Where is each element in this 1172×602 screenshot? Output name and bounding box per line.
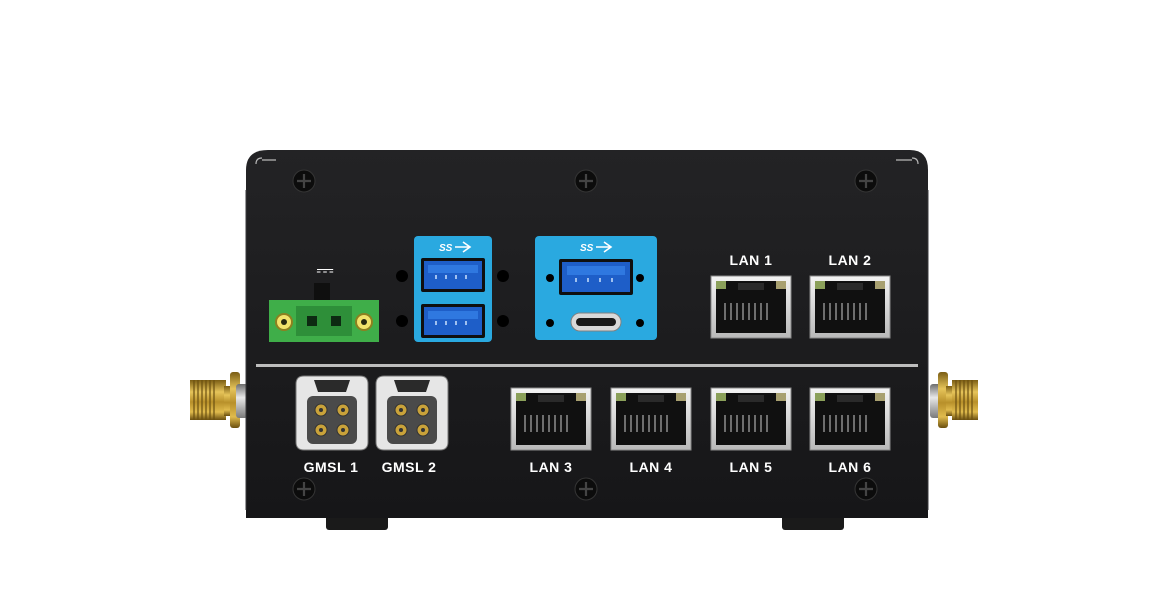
gmsl-port-1[interactable]: GMSL 1 bbox=[295, 375, 369, 475]
lan-port-1[interactable]: LAN 1 bbox=[710, 252, 792, 339]
usb-dual-port-module: SS bbox=[396, 236, 509, 342]
usb-a-port-1[interactable] bbox=[421, 258, 485, 292]
lan-port-4[interactable]: LAN 4 bbox=[610, 387, 692, 475]
dc-power-icon: ⎓ bbox=[316, 258, 334, 283]
lan-2-label: LAN 2 bbox=[829, 252, 872, 268]
screw-top-right bbox=[854, 169, 878, 193]
screw-bottom-center bbox=[574, 477, 598, 501]
usb-superspeed-icon: SS bbox=[580, 241, 613, 254]
lan-6-label: LAN 6 bbox=[829, 459, 872, 475]
usb-superspeed-icon: SS bbox=[439, 241, 472, 254]
usb-a-c-module: SS bbox=[535, 236, 657, 340]
lan-4-label: LAN 4 bbox=[630, 459, 673, 475]
lan-5-label: LAN 5 bbox=[730, 459, 773, 475]
usb-c-port[interactable] bbox=[570, 312, 622, 332]
lan-port-5[interactable]: LAN 5 bbox=[710, 387, 792, 475]
lan-1-label: LAN 1 bbox=[730, 252, 773, 268]
antenna-right bbox=[930, 372, 978, 428]
lan-port-3[interactable]: LAN 3 bbox=[510, 387, 592, 475]
gmsl-2-label: GMSL 2 bbox=[382, 459, 437, 475]
antenna-left bbox=[190, 372, 248, 428]
screw-top-left bbox=[292, 169, 316, 193]
usb-a-port-3[interactable] bbox=[559, 259, 633, 295]
lan-3-label: LAN 3 bbox=[530, 459, 573, 475]
svg-text:SS: SS bbox=[439, 243, 453, 254]
lan-port-6[interactable]: LAN 6 bbox=[809, 387, 891, 475]
svg-text:SS: SS bbox=[580, 243, 594, 254]
gmsl-1-label: GMSL 1 bbox=[304, 459, 359, 475]
screw-bottom-right bbox=[854, 477, 878, 501]
lan-port-2[interactable]: LAN 2 bbox=[809, 252, 891, 339]
screw-bottom-left bbox=[292, 477, 316, 501]
usb-a-port-2[interactable] bbox=[421, 304, 485, 338]
gmsl-port-2[interactable]: GMSL 2 bbox=[375, 375, 449, 475]
dc-power-terminal[interactable]: ⎓ bbox=[269, 258, 379, 342]
screw-top-center bbox=[574, 169, 598, 193]
